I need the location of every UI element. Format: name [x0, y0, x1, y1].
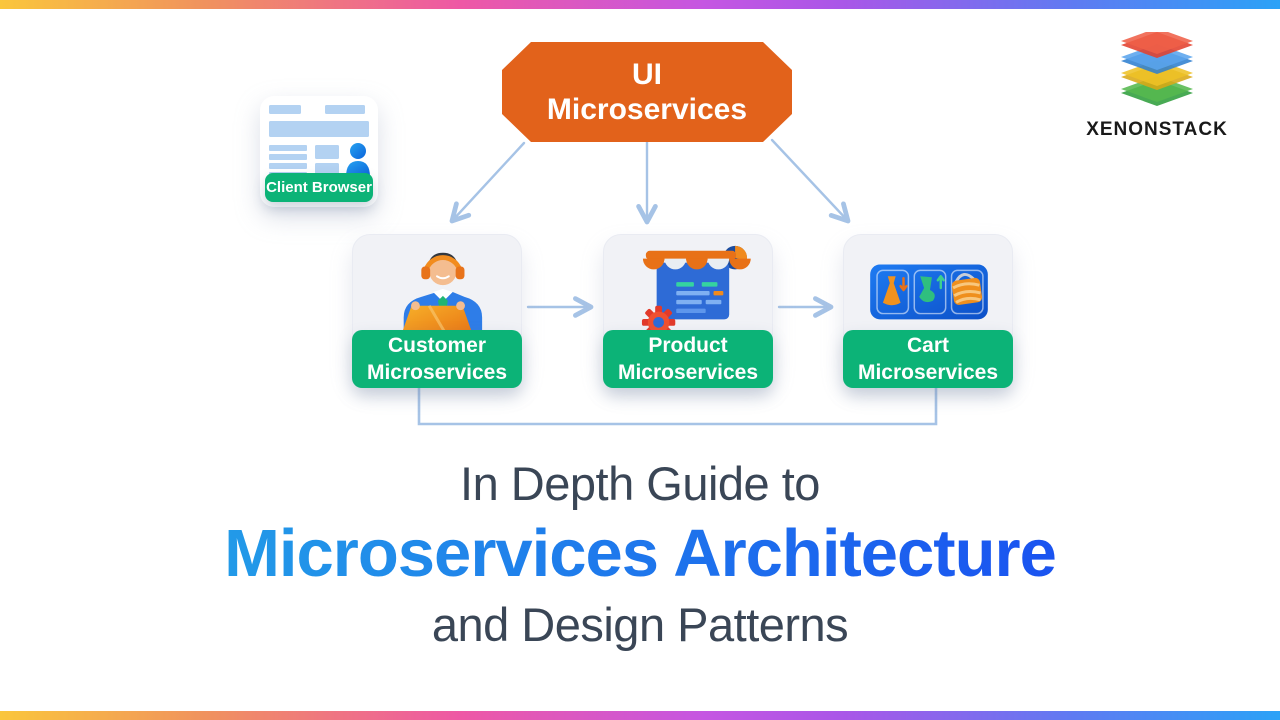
- title-line1: In Depth Guide to: [460, 457, 820, 510]
- storefront-illustration: [641, 245, 751, 340]
- ui-microservices-node: UI Microservices: [502, 42, 792, 142]
- cart-label-line1: Cart: [906, 333, 949, 357]
- stacked-layers-icon: [1121, 28, 1193, 106]
- client-browser-node: Client Browser: [260, 96, 378, 207]
- product-label-line1: Product: [648, 333, 728, 357]
- top-accent-bar: [0, 0, 1280, 9]
- cart-label-line2: Microservices: [857, 361, 999, 384]
- product-label-line2: Microservices: [617, 361, 759, 384]
- brand-block: XENONSTACK: [1082, 28, 1232, 141]
- product-microservices-label: Product Microservices: [603, 330, 773, 388]
- customer-label-line2: Microservices: [366, 361, 508, 384]
- support-agent-illustration: [399, 252, 483, 341]
- title-line3: and Design Patterns: [431, 598, 849, 651]
- title-line2: Microservices Architecture: [224, 513, 1057, 595]
- shopping-items-illustration: [870, 264, 988, 320]
- customer-label-line1: Customer: [387, 333, 487, 357]
- client-browser-label: Client Browser: [265, 173, 373, 202]
- ui-node-line1: UI: [632, 57, 662, 91]
- brand-name: XENONSTACK: [1086, 119, 1228, 140]
- ui-node-line2: Microservices: [546, 93, 748, 126]
- cart-microservices-label: Cart Microservices: [843, 330, 1013, 388]
- bottom-accent-bar: [0, 711, 1280, 720]
- customer-microservices-label: Customer Microservices: [352, 330, 522, 388]
- browser-wireframe-illustration: [269, 105, 370, 177]
- title-block: In Depth Guide to Microservices Architec…: [0, 455, 1280, 655]
